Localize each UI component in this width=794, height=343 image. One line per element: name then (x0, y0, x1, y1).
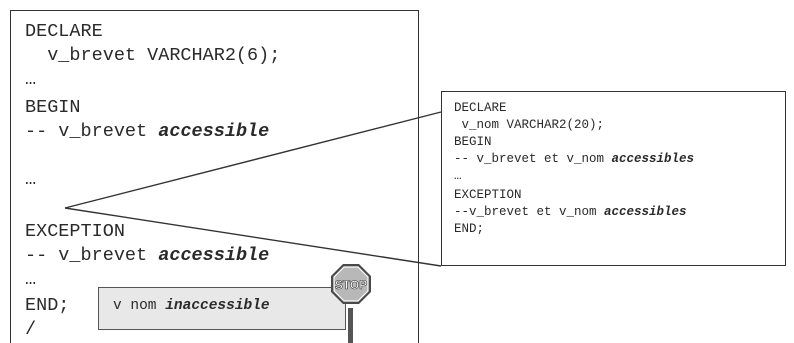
inner-exception-accessibles: accessibles (604, 205, 687, 219)
note-inaccessible: inaccessible (165, 298, 270, 314)
connector-upper-line (64, 111, 442, 209)
outer-line-exception: EXCEPTION (25, 221, 125, 242)
outer-line-slash: / (25, 319, 37, 340)
outer-line-ellipsis-3: … (25, 269, 37, 290)
inner-line-declare: DECLARE (454, 101, 507, 115)
inner-line-var-decl: v_nom VARCHAR2(20); (454, 118, 605, 132)
outer-line-begin: BEGIN (25, 97, 81, 118)
connector-lower-line (64, 207, 442, 267)
inaccessible-note: v nom inaccessible (98, 287, 346, 330)
outer-line-end: END; (25, 295, 70, 316)
inner-line-exception-comment: --v_brevet et v_nom accessibles (454, 205, 687, 219)
outer-begin-accessible: accessible (158, 121, 270, 142)
inner-line-end: END; (454, 222, 485, 236)
inner-code: DECLARE v_nom VARCHAR2(20); BEGIN -- v_b… (454, 101, 694, 241)
note-text: v nom inaccessible (113, 298, 270, 314)
outer-line-begin-comment: -- v_brevet accessible (25, 121, 270, 142)
inner-begin-accessibles: accessibles (611, 152, 695, 166)
stop-sign-post (348, 308, 353, 343)
inner-line-ellipsis: … (454, 169, 462, 183)
outer-line-ellipsis-1: … (25, 69, 37, 90)
outer-line-exception-comment: -- v_brevet accessible (25, 245, 270, 266)
outer-line-var-decl: v_brevet VARCHAR2(6); (25, 45, 281, 66)
outer-code: DECLARE v_brevet VARCHAR2(6); … BEGIN --… (25, 21, 280, 340)
inner-line-begin: BEGIN (454, 135, 492, 149)
outer-exception-accessible: accessible (158, 245, 270, 266)
outer-line-ellipsis-2: … (25, 169, 37, 190)
outer-line-declare: DECLARE (25, 21, 103, 42)
inner-line-begin-comment: -- v_brevet et v_nom accessibles (454, 152, 695, 166)
stop-sign-octagon-inner (333, 266, 369, 302)
stop-sign-label: STOP (335, 278, 367, 292)
inner-plsql-block: DECLARE v_nom VARCHAR2(20); BEGIN -- v_b… (441, 91, 786, 266)
inner-line-exception: EXCEPTION (454, 188, 522, 202)
